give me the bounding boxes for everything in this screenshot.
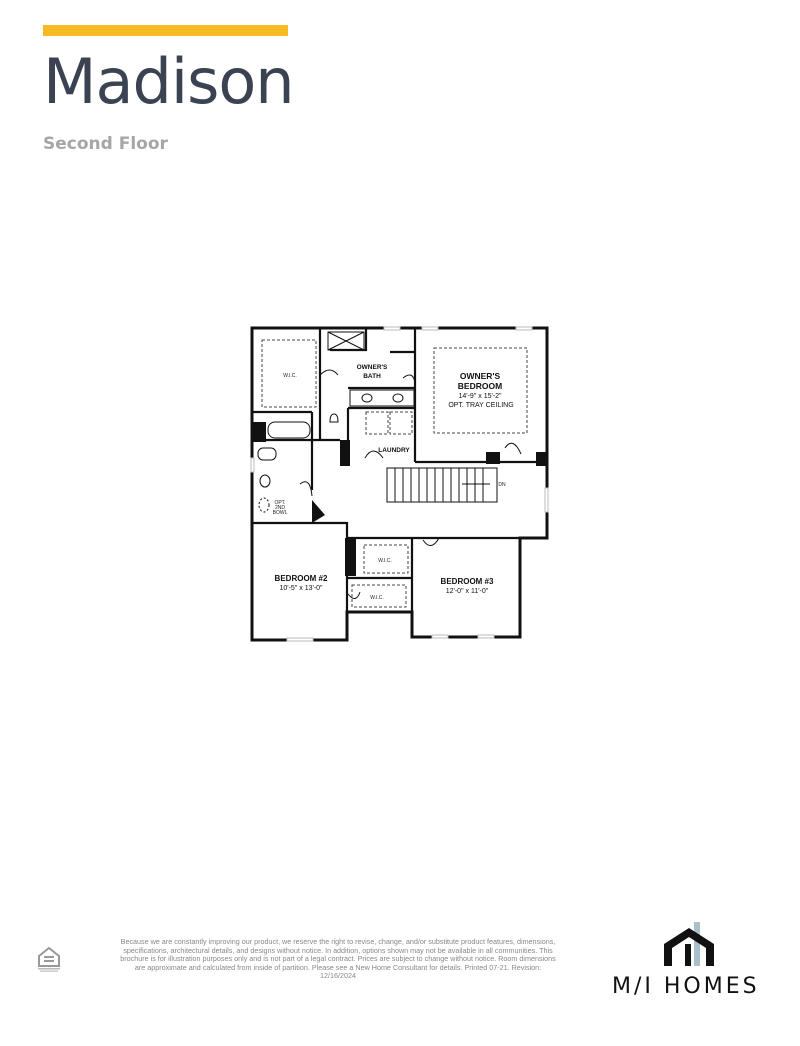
- room-label-wic: W.I.C.: [370, 595, 384, 601]
- wall-posts: [252, 422, 547, 576]
- stairs-down-label: DN: [498, 482, 506, 488]
- room-label-bedroom-2: BEDROOM #2: [275, 574, 328, 583]
- sink-icon: [392, 393, 404, 403]
- accent-bar: [43, 25, 288, 36]
- room-dims-owners-bedroom: 14'-9" x 15'-2": [458, 393, 502, 400]
- opt-bowl-label: OPT.: [274, 500, 285, 506]
- dashed-outlines: [261, 339, 528, 608]
- legal-disclaimer: Because we are constantly improving our …: [120, 937, 556, 981]
- house-logo-icon: [664, 922, 714, 966]
- fixtures: [257, 331, 522, 599]
- room-label-laundry: LAUNDRY: [378, 447, 410, 454]
- bathtub: [267, 421, 311, 439]
- room-label-bedroom-3: BEDROOM #3: [441, 577, 494, 586]
- room-label-owners-bath: OWNER'S: [357, 364, 388, 371]
- equal-housing-opportunity-icon: [38, 946, 60, 972]
- outer-wall: [250, 326, 549, 642]
- sink-icon: [259, 474, 271, 488]
- toilet-icon: [257, 447, 277, 461]
- stairs: [386, 467, 498, 503]
- shower: [327, 331, 365, 351]
- room-label-wic: W.I.C.: [283, 373, 297, 379]
- opt-sink-icon: [258, 497, 270, 513]
- page-title: Madison: [43, 45, 295, 118]
- room-label-owners-bath-2: BATH: [363, 373, 381, 380]
- room-dims-bedroom-3: 12'-0" x 11'-0": [446, 588, 489, 595]
- room-label-owners-bedroom-2: BEDROOM: [458, 381, 502, 391]
- opt-bowl-label: BOWL: [273, 510, 288, 516]
- mi-homes-logo: M/I HOMES: [612, 918, 767, 1002]
- room-label-wic: W.I.C.: [378, 558, 392, 564]
- windows: [250, 326, 549, 642]
- room-dims-bedroom-2: 10'-5" x 13'-0": [279, 585, 323, 592]
- interior-walls: [252, 328, 547, 612]
- page-subtitle: Second Floor: [43, 134, 168, 154]
- opt-bowl-label: 2ND: [275, 505, 285, 511]
- logo-text: M/I HOMES: [612, 974, 760, 999]
- sink-icon: [361, 393, 373, 403]
- room-label-owners-bedroom: OWNER'S: [460, 371, 501, 381]
- toilet-icon: [329, 413, 339, 423]
- room-note-tray-ceiling: OPT. TRAY CEILING: [448, 402, 513, 409]
- vanity: [349, 389, 415, 407]
